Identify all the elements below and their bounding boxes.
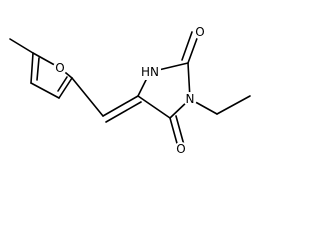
atom-label-carbonyl-bottom-oxygen: O [174,142,188,156]
bond-c5-o-bottom [169,117,179,148]
bond-methine-to-ring [102,95,139,117]
bond-c5-c4 [137,95,171,119]
atom-label-ring-oxygen: O [53,61,67,75]
svg-text:N: N [186,92,195,106]
bond-furan-c5-c4-double [36,57,40,81]
atom-label-nh: HN [139,64,161,80]
svg-text:O: O [176,142,185,156]
bond-methine-to-ring-double [105,101,142,123]
svg-text:HN: HN [141,65,159,79]
bond-methyl [9,38,34,54]
bond-c2-o-top-double [181,31,193,61]
chemical-structure: O HN N O O [9,25,251,156]
bond-c5-o-bottom-double [175,115,185,146]
bond-ethyl-ch2-ch3 [216,95,251,115]
bond-furan-c3-c2-double [57,76,68,92]
svg-text:O: O [195,25,204,39]
bond-furan-c5-c4 [30,52,34,84]
atom-label-carbonyl-top-oxygen: O [193,25,207,39]
svg-text:O: O [55,61,64,75]
bond-furan-c3-c2 [58,77,73,99]
bond-furan-to-methine [71,77,104,117]
atom-label-n-ethyl: N [183,92,197,106]
bond-furan-c4-c3 [30,82,60,99]
